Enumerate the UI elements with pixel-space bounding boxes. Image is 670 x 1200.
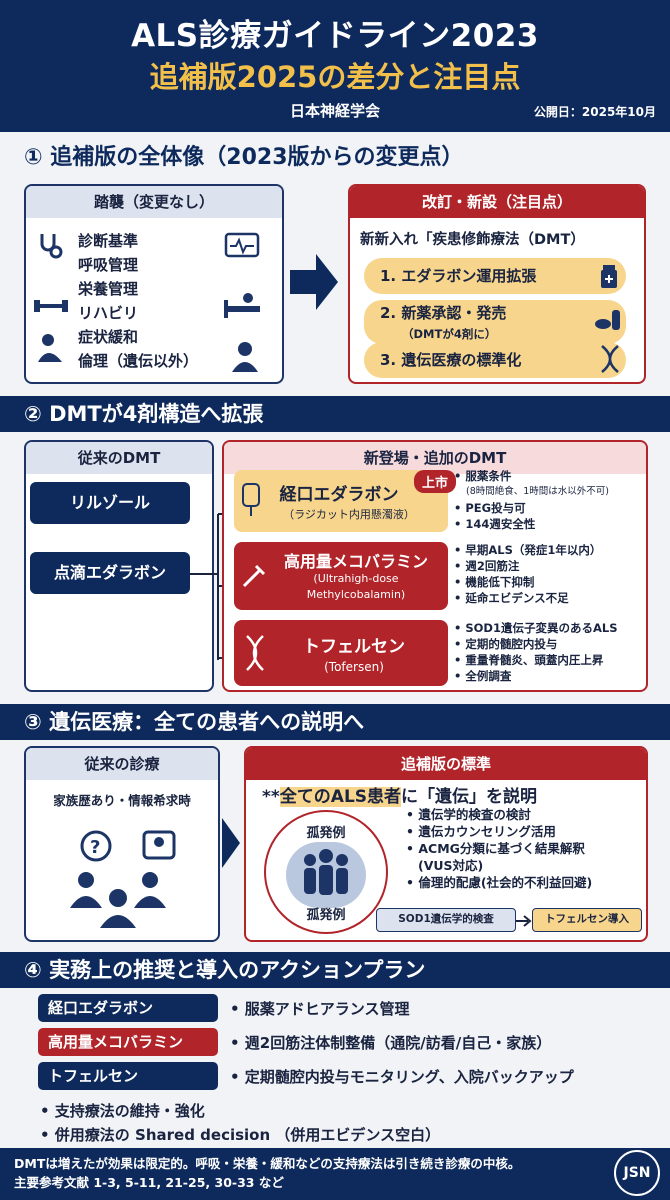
action-label-tofersen: トフェルセン <box>38 1062 218 1090</box>
genetic-bullets: • 遺伝学的検査の検討 • 遺伝カウンセリング活用 • ACMG分類に基づく結果… <box>406 807 593 890</box>
action-label-oral-edaravone: 経口エダラボン <box>38 994 218 1022</box>
footer: DMTは増えたが効果は限定的。呼吸・栄養・緩和などの支持療法は引き続き診療の中核… <box>0 1148 670 1200</box>
mecobalamin-bullets: • 早期ALS（発症1年以内） • 週2回筋注 • 機能低下抑制 • 延命エビデ… <box>454 543 602 605</box>
point-new-drugs-note: （DMTが4剤に） <box>402 327 497 341</box>
action-text-oral-edaravone: • 服薬アドヒアランス管理 <box>230 1000 410 1018</box>
new-standard-lead: **全てのALS患者に「遺伝」を説明 <box>262 787 538 807</box>
footer-note: DMTは増えたが効果は限定的。呼吸・栄養・緩和などの支持療法は引き続き診療の中核… <box>14 1156 521 1171</box>
oral-edaravone-sub: （ラジカット内用懸濁液） <box>283 508 415 521</box>
organization: 日本神経学会 <box>289 102 380 120</box>
arrow-right-icon <box>290 252 340 312</box>
flow-arrow-icon <box>516 914 536 928</box>
main-title: ALS診療ガイドライン2023 <box>131 18 539 54</box>
action-text-mecobalamin: • 週2回筋注体制整備（通院/訪看/自己・家族） <box>230 1034 552 1052</box>
iv-bag-icon <box>240 482 262 518</box>
conventional-panel: 従来の診療 家族歴あり・情報希求時 ? <box>24 746 220 942</box>
tofersen-name: トフェルセン <box>303 637 405 657</box>
footer-references: 主要参考文献 1-3, 5-11, 21-25, 30-33 など <box>14 1175 284 1190</box>
syringe-icon <box>242 562 268 588</box>
new-standard-title: 追補版の標準 <box>246 748 646 780</box>
medicine-bottle-icon <box>598 264 620 290</box>
dna-icon <box>598 344 622 374</box>
legacy-dmt-title: 従来のDMT <box>26 442 212 474</box>
conventional-title: 従来の診療 <box>26 748 218 780</box>
oral-edaravone-bullets: • 服薬条件 (8時間絶食、1時間は水以外不可) • PEG投与可 • 144週… <box>454 469 610 531</box>
section1-heading: ① 追補版の全体像（2023版からの変更点） <box>24 145 464 170</box>
oral-edaravone-card: 経口エダラボン （ラジカット内用懸濁液） <box>234 470 448 532</box>
action-text-tofersen: • 定期髄腔内投与モニタリング、入院バックアップ <box>230 1068 574 1086</box>
section2-heading: ② DMTが4剤構造へ拡張 <box>0 396 670 432</box>
monitor-icon <box>224 232 260 264</box>
revised-panel: 改訂・新設（注目点） 新新入れ「疾患修飾療法（DMT） 1. エダラボン運用拡張… <box>348 184 646 384</box>
item-diagnosis: 診断基準 <box>78 232 139 250</box>
stethoscope-icon <box>36 230 66 260</box>
tofersen-sub: (Tofersen) <box>324 660 384 674</box>
item-nutrition: 栄養管理 <box>78 280 139 298</box>
tofersen-bullets: • SOD1遺伝子変異のあるALS • 定期的髄腔内投与 • 重量脊髄炎、頭蓋内… <box>454 621 618 683</box>
jsn-logo: JSN <box>614 1150 660 1196</box>
sod1-test-box: SOD1遺伝学的検査 <box>376 908 516 932</box>
conventional-text: 家族歴あり・情報希求時 <box>53 793 191 808</box>
dumbbell-icon <box>34 296 68 316</box>
subtitle: 追補版2025の差分と注目点 <box>149 60 521 94</box>
publish-date: 公開日：2025年10月 <box>533 105 656 119</box>
dmt-lead: 新新入れ「疾患修飾療法（DMT） <box>360 232 585 248</box>
family-question-icon: ? <box>66 822 186 932</box>
tofersen-intro-box: トフェルセン導入 <box>532 908 642 932</box>
action-label-mecobalamin: 高用量メコバラミン <box>38 1028 218 1056</box>
mecobalamin-sub2: Methylcobalamin) <box>306 588 406 601</box>
launched-badge: 上市 <box>414 470 457 493</box>
point-new-drugs: 2. 新薬承認・発売（DMTが4剤に） <box>364 300 626 344</box>
section3-heading: ③ 遺伝医療：全ての患者への説明へ <box>0 704 670 740</box>
action-extra-support: • 支持療法の維持・強化 <box>40 1102 205 1120</box>
point-genetics: 3. 遺伝医療の標準化 <box>364 342 626 378</box>
item-ethics: 倫理（遺伝以外） <box>78 352 199 370</box>
mecobalamin-card: 高用量メコバラミン (Ultrahigh-dose Methylcobalami… <box>234 542 448 610</box>
new-standard-panel: 追補版の標準 **全てのALS患者に「遺伝」を説明 孤発例 孤発例 • 遺伝学的… <box>244 746 648 942</box>
svg-text:?: ? <box>90 837 100 858</box>
revised-title: 改訂・新設（注目点） <box>350 186 644 218</box>
action-extra-shared-decision: • 併用療法の Shared decision （併用エビデンス空白） <box>40 1126 441 1144</box>
item-rehab: リハビリ <box>78 304 139 322</box>
patient-bed-icon <box>222 290 262 320</box>
person-icon <box>230 340 260 372</box>
tofersen-card: トフェルセン (Tofersen) <box>234 620 448 686</box>
mecobalamin-sub: (Ultrahigh-dose <box>313 572 399 585</box>
caregiver-icon <box>36 332 66 362</box>
patients-icon <box>286 842 366 908</box>
item-palliative: 症状緩和 <box>78 328 139 346</box>
item-respiratory: 呼吸管理 <box>78 256 139 274</box>
sporadic-circle: 孤発例 孤発例 <box>264 810 388 934</box>
mecobalamin-name: 高用量メコバラミン <box>283 552 428 571</box>
new-dmt-title: 新登場・追加のDMT <box>224 442 646 474</box>
riluzole-box: リルゾール <box>30 482 190 524</box>
inherited-panel: 踏襲（変更なし） 診断基準 呼吸管理 栄養管理 リハビリ 症状緩和 倫理（遺伝以… <box>24 184 284 384</box>
point-edaravone: 1. エダラボン運用拡張 <box>364 258 626 294</box>
pills-icon <box>594 306 622 334</box>
oral-edaravone-name: 経口エダラボン <box>279 485 399 505</box>
arrow-right-small-icon <box>222 818 242 868</box>
dna-strand-icon <box>244 634 266 672</box>
iv-edaravone-box: 点滴エダラボン <box>30 552 190 594</box>
header: ALS診療ガイドライン2023 追補版2025の差分と注目点 日本神経学会 公開… <box>0 0 670 132</box>
inherited-title: 踏襲（変更なし） <box>26 186 282 218</box>
section4-heading: ④ 実務上の推奨と導入のアクションプラン <box>0 952 670 988</box>
